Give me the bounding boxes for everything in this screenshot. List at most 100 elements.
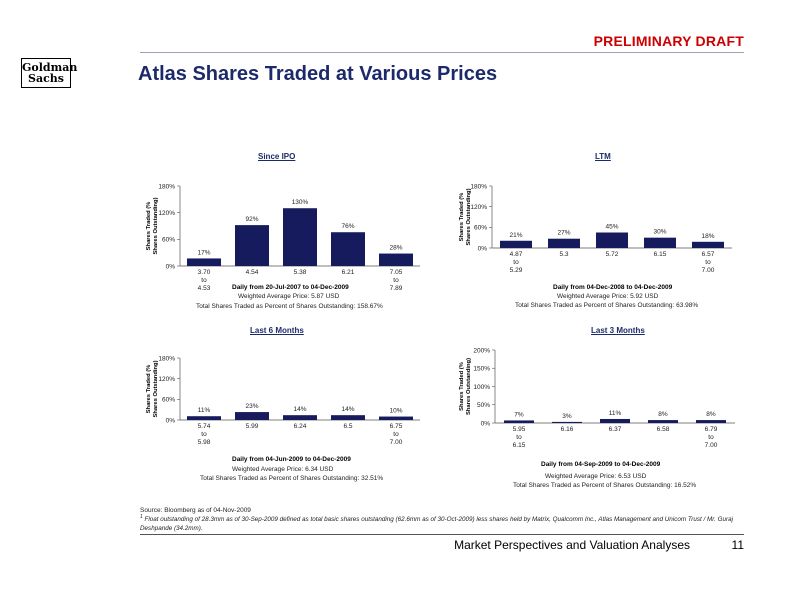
bar: [552, 421, 582, 423]
y-axis-label: Shares Traded (%Shares Outstanding): [146, 197, 159, 254]
y-tick-label: 0%: [478, 245, 488, 252]
logo-line-1: Goldman: [22, 61, 78, 74]
footer-section-title: Market Perspectives and Valuation Analys…: [454, 538, 690, 552]
bar: [187, 258, 221, 266]
bar: [379, 253, 413, 266]
data-label: 45%: [605, 224, 618, 231]
y-axis-label: Shares Traded (%Shares Outstanding): [459, 358, 472, 415]
x-tick-label: 7.00: [705, 442, 718, 449]
y-tick-label: 200%: [473, 347, 490, 354]
x-tick-label: 6.37: [609, 426, 622, 433]
y-tick-label: 50%: [477, 402, 490, 409]
chart-title: Last 3 Months: [591, 326, 645, 335]
data-label: 27%: [557, 230, 570, 237]
preliminary-draft-label: PRELIMINARY DRAFT: [593, 33, 744, 49]
y-tick-label: 180%: [470, 183, 487, 190]
chart-title: Last 6 Months: [250, 326, 304, 335]
x-tick-label: 4.54: [246, 269, 259, 276]
header-divider: [140, 52, 744, 53]
bar: [283, 208, 317, 266]
data-label: 10%: [389, 408, 402, 415]
data-label: 18%: [701, 233, 714, 240]
data-label: 3%: [562, 413, 572, 420]
bar: [283, 415, 317, 420]
data-label: 11%: [609, 410, 622, 417]
x-tick-label: 5.72: [606, 251, 619, 258]
bar: [235, 412, 269, 420]
chart-title: Since IPO: [258, 152, 296, 161]
data-label: 23%: [245, 403, 258, 410]
x-tick-label: 6.21: [342, 269, 355, 276]
x-tick-label: 6.5: [343, 423, 352, 430]
footnote-marker: 1: [140, 514, 143, 520]
chart-svg: 0%60%120%180%Shares Traded (%Shares Outs…: [459, 183, 732, 274]
chart-total: Total Shares Traded as Percent of Shares…: [200, 475, 384, 482]
y-tick-label: 60%: [162, 237, 175, 244]
y-tick-label: 180%: [158, 183, 175, 190]
y-axis-label-line: Shares Outstanding): [466, 358, 472, 415]
x-tick-label: 6.58: [657, 426, 670, 433]
source-note: Source: Bloomberg as of 04-Nov-2009: [140, 507, 251, 514]
y-tick-label: 100%: [473, 384, 490, 391]
x-tick-label: 7.00: [390, 439, 403, 446]
page-number: 11: [731, 538, 744, 552]
chart-svg: 0%50%100%150%200%Shares Traded (%Shares …: [459, 347, 735, 449]
x-tick-label: 5.29: [510, 267, 523, 274]
x-tick-label: 4.87: [510, 251, 523, 258]
data-label: 11%: [198, 407, 211, 414]
y-tick-label: 0%: [166, 263, 176, 270]
y-axis-label-line: Shares Outstanding): [466, 188, 472, 245]
x-tick-label: 7.89: [390, 285, 403, 292]
y-tick-label: 180%: [158, 355, 175, 362]
x-tick-label: 7.05: [390, 269, 403, 276]
x-tick-label: to: [513, 259, 519, 266]
x-tick-label: 5.95: [513, 426, 526, 433]
bar: [187, 416, 221, 420]
x-tick-label: 6.15: [654, 251, 667, 258]
x-tick-label: 4.53: [198, 285, 211, 292]
x-tick-label: to: [393, 431, 399, 438]
x-tick-label: 5.38: [294, 269, 307, 276]
chart-last-6-months: Last 6 Months 0%60%120%180%Shares Traded…: [140, 322, 440, 492]
data-label: 130%: [292, 199, 309, 206]
chart-subtitle: Daily from 04-Dec-2008 to 04-Dec-2009: [553, 284, 673, 291]
y-axis-label-line: Shares Outstanding): [153, 197, 159, 254]
bar: [504, 420, 534, 423]
bar: [644, 237, 676, 248]
x-tick-label: to: [201, 277, 207, 284]
y-axis-label-line: Shares Traded (%: [459, 193, 465, 242]
x-tick-label: 6.75: [390, 423, 403, 430]
y-tick-label: 60%: [474, 225, 487, 232]
data-label: 76%: [341, 223, 354, 230]
y-axis-label-line: Shares Traded (%: [146, 202, 152, 251]
chart-weighted-average: Weighted Average Price: 5.87 USD: [238, 293, 340, 300]
data-label: 30%: [653, 229, 666, 236]
chart-total: Total Shares Traded as Percent of Shares…: [196, 303, 383, 310]
chart-last-3-months: Last 3 Months 0%50%100%150%200%Shares Tr…: [455, 322, 755, 492]
x-tick-label: 6.15: [513, 442, 526, 449]
chart-weighted-average: Weighted Average Price: 6.34 USD: [232, 466, 334, 473]
bar: [596, 232, 628, 248]
chart-total: Total Shares Traded as Percent of Shares…: [515, 302, 699, 309]
chart-subtitle: Daily from 20-Jul-2007 to 04-Dec-2009: [232, 284, 349, 291]
y-tick-label: 150%: [473, 366, 490, 373]
x-tick-label: to: [516, 434, 522, 441]
bar: [600, 418, 630, 423]
x-tick-label: 6.79: [705, 426, 718, 433]
data-label: 28%: [389, 245, 402, 252]
data-label: 14%: [341, 406, 354, 413]
bar: [648, 420, 678, 423]
data-label: 92%: [245, 216, 258, 223]
footnote-text: Float outstanding of 28.3mm as of 30-Sep…: [140, 516, 733, 532]
chart-subtitle: Daily from 04-Jun-2009 to 04-Dec-2009: [232, 456, 351, 463]
x-tick-label: 6.16: [561, 426, 574, 433]
x-tick-label: 5.99: [246, 423, 259, 430]
data-label: 14%: [293, 406, 306, 413]
chart-total: Total Shares Traded as Percent of Shares…: [513, 482, 697, 489]
y-tick-label: 60%: [162, 397, 175, 404]
chart-svg: 0%60%120%180%Shares Traded (%Shares Outs…: [146, 183, 420, 292]
bar: [379, 416, 413, 420]
bar: [331, 415, 365, 420]
bar: [692, 241, 724, 248]
x-tick-label: 6.57: [702, 251, 715, 258]
